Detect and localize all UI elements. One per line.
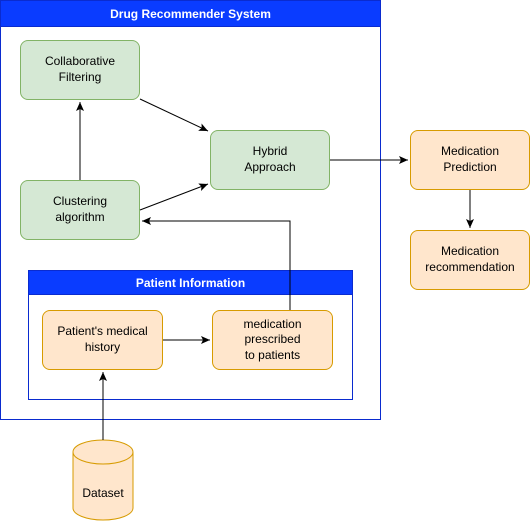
medication-prediction-node[interactable]: Medication Prediction xyxy=(410,130,530,190)
patient-information-container: Patient Information xyxy=(28,270,353,400)
edge-collaborative-to-hybrid xyxy=(139,98,209,132)
clustering-algorithm-node[interactable]: Clustering algorithm xyxy=(20,180,140,240)
drug-recommender-system-title: Drug Recommender System xyxy=(1,1,380,27)
patient-information-title: Patient Information xyxy=(29,271,352,295)
medication-prescribed-node[interactable]: medication prescribed to patients xyxy=(212,310,333,370)
dataset-label: Dataset xyxy=(82,486,124,500)
drug-recommender-system-container: Drug Recommender System xyxy=(0,0,381,420)
edge-prescribed-to-clustering xyxy=(142,217,291,310)
medication-recommendation-node[interactable]: Medication recommendation xyxy=(410,230,530,290)
hybrid-approach-node[interactable]: Hybrid Approach xyxy=(210,130,330,190)
edge-clustering-to-hybrid xyxy=(139,183,209,211)
dataset-cylinder[interactable] xyxy=(72,439,134,521)
patient-medical-history-node[interactable]: Patient's medical history xyxy=(42,310,163,370)
collaborative-filtering-node[interactable]: Collaborative Filtering xyxy=(20,40,140,100)
